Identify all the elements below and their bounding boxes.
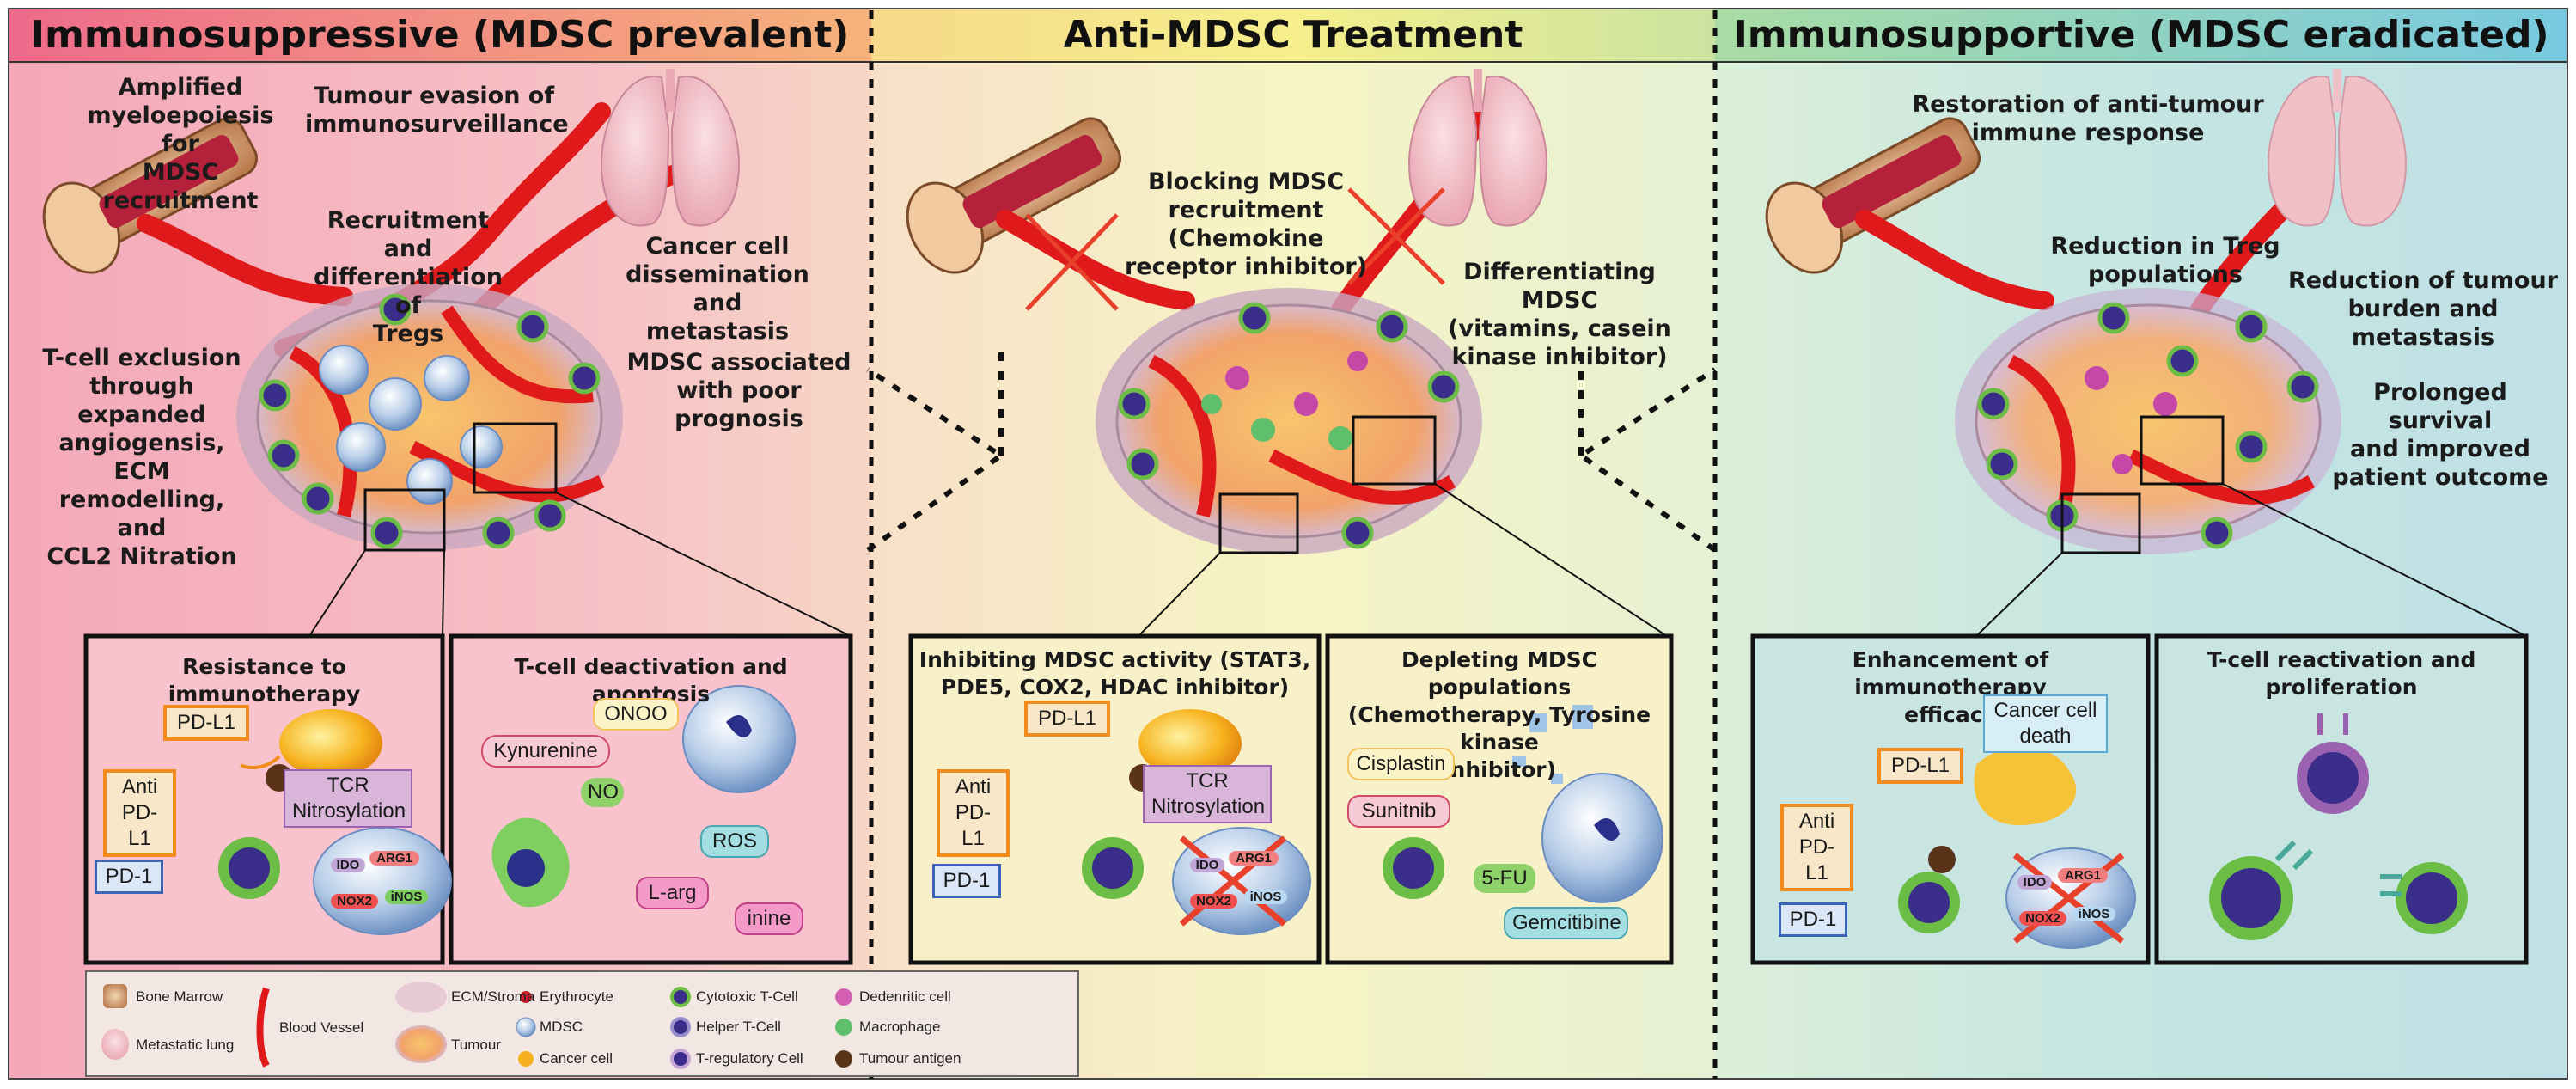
arg1-label-2: ARG1 bbox=[1229, 851, 1279, 866]
label-survival: Prolonged survival and improved patient … bbox=[2332, 379, 2549, 491]
no-label: NO bbox=[581, 778, 624, 807]
bone-marrow-icon bbox=[42, 117, 259, 274]
arg1-label-3: ARG1 bbox=[2058, 868, 2108, 883]
tcr-nitrosylation-label: TCR Nitrosylation bbox=[284, 769, 412, 828]
ido-label-2: IDO bbox=[1190, 858, 1224, 872]
nox2-label: NOX2 bbox=[331, 894, 378, 909]
tcr-nitrosylation-label-2: TCR Nitrosylation bbox=[1143, 765, 1272, 823]
pdl1-label-2: PD-L1 bbox=[1024, 701, 1110, 737]
label-burden: Reduction of tumour burden and metastasi… bbox=[2287, 267, 2559, 351]
legend-helper: Helper T-Cell bbox=[696, 1019, 781, 1035]
legend-bone-marrow: Bone Marrow bbox=[136, 988, 223, 1005]
legend-treg: T-regulatory Cell bbox=[696, 1050, 803, 1067]
label-restoration: Restoration of anti-tumour immune respon… bbox=[1912, 91, 2264, 146]
5-fu-label: 5-FU bbox=[1474, 864, 1535, 893]
tumour-scene-2 bbox=[906, 69, 1668, 637]
tcell-ring bbox=[259, 293, 601, 549]
legend-cancer-cell: Cancer cell bbox=[540, 1050, 613, 1067]
inine-label: inine bbox=[735, 902, 803, 935]
l-arg-label: L-arg bbox=[636, 877, 709, 909]
tumour-scene-1 bbox=[42, 69, 852, 637]
label-exclusion: T-cell exclusion through expanded angiog… bbox=[42, 345, 241, 570]
inset-5-title: Enhancement of immunotherapy efficacy bbox=[1852, 647, 2049, 727]
pd1-label: PD-1 bbox=[95, 860, 163, 894]
label-tregs: Recruitment and differentiation of Tregs bbox=[314, 207, 503, 347]
kynurenine-label: Kynurenine bbox=[481, 735, 610, 768]
legend-macrophage: Macrophage bbox=[859, 1019, 941, 1035]
label-prognosis: MDSC associated with poor prognosis bbox=[626, 349, 852, 432]
legend-blood-vessel: Blood Vessel bbox=[279, 1019, 364, 1036]
label-treg-reduction: Reduction in Treg populations bbox=[2050, 233, 2280, 288]
nox2-label-3: NOX2 bbox=[2019, 911, 2066, 926]
gemcitibine-label: Gemcitibine bbox=[1504, 907, 1628, 939]
legend-antigen: Tumour antigen bbox=[859, 1050, 961, 1067]
label-differentiating: Differentiating MDSC (vitamins, casein k… bbox=[1448, 259, 1671, 370]
label-myeloepoiesis: Amplified myeloepoiesis for MDSC recruit… bbox=[87, 74, 274, 214]
legend-icons bbox=[101, 982, 852, 1069]
pd1-label-3: PD-1 bbox=[1779, 902, 1847, 937]
legend-cytotoxic: Cytotoxic T-Cell bbox=[696, 988, 798, 1005]
lung-icon bbox=[600, 69, 741, 227]
inset-3-title: Inhibiting MDSC activity (STAT3, PDE5, C… bbox=[919, 647, 1311, 700]
legend-dendritic: Dedenritic cell bbox=[859, 988, 951, 1005]
panel-2-header: Anti-MDSC Treatment bbox=[1063, 13, 1523, 57]
panel-3-header: Immunosupportive (MDSC eradicated) bbox=[1733, 13, 2549, 57]
cisplastin-label: Cisplastin bbox=[1347, 748, 1455, 780]
legend-box bbox=[85, 970, 1079, 1077]
ido-label-3: IDO bbox=[2017, 875, 2052, 890]
label-blocking: Blocking MDSC recruitment (Chemokine rec… bbox=[1124, 168, 1368, 280]
ros-label: ROS bbox=[700, 825, 769, 858]
inset-1-title: Resistance to immunotherapy bbox=[168, 654, 361, 707]
inset-6-title: T-cell reactivation and proliferation bbox=[2207, 647, 2476, 700]
pdl1-label-3: PD-L1 bbox=[1877, 748, 1963, 784]
pd1-label-2: PD-1 bbox=[932, 864, 1001, 898]
nox2-label-2: NOX2 bbox=[1190, 894, 1237, 909]
tumour-scene-3 bbox=[1765, 69, 2527, 637]
legend-tumour: Tumour bbox=[451, 1037, 501, 1053]
label-evasion: Tumour evasion of immunosurveillance bbox=[305, 83, 569, 138]
legend-metastatic-lung: Metastatic lung bbox=[136, 1037, 235, 1053]
block-cross-icon bbox=[1025, 187, 1445, 311]
anti-pdl1-label-3: Anti PD-L1 bbox=[1780, 804, 1853, 891]
panel-1-header: Immunosuppressive (MDSC prevalent) bbox=[30, 13, 850, 57]
legend-ecm: ECM/Stroma bbox=[451, 988, 535, 1005]
anti-pdl1-label-2: Anti PD-L1 bbox=[937, 769, 1010, 857]
inos-label-2: iNOS bbox=[1244, 890, 1287, 904]
onoo-label: ONOO bbox=[593, 698, 679, 731]
label-dissemination: Cancer cell dissemination and metastasis bbox=[626, 233, 809, 345]
pdl1-label: PD-L1 bbox=[163, 705, 249, 741]
ido-label: IDO bbox=[331, 858, 365, 872]
inos-label: iNOS bbox=[385, 890, 428, 904]
cancer-death-label: Cancer cell death bbox=[1983, 694, 2108, 753]
inset-4-title: Depleting MDSC populations (Chemotherapy… bbox=[1347, 647, 1651, 782]
legend-mdsc: MDSC bbox=[540, 1019, 583, 1035]
sunitnib-label: Sunitnib bbox=[1347, 795, 1450, 828]
arg1-label: ARG1 bbox=[369, 851, 419, 866]
legend-erythrocyte: Erythrocyte bbox=[540, 988, 613, 1005]
anti-pdl1-label: Anti PD-L1 bbox=[103, 769, 176, 857]
mdsc-cluster bbox=[319, 345, 503, 505]
inos-label-3: iNOS bbox=[2072, 907, 2115, 921]
